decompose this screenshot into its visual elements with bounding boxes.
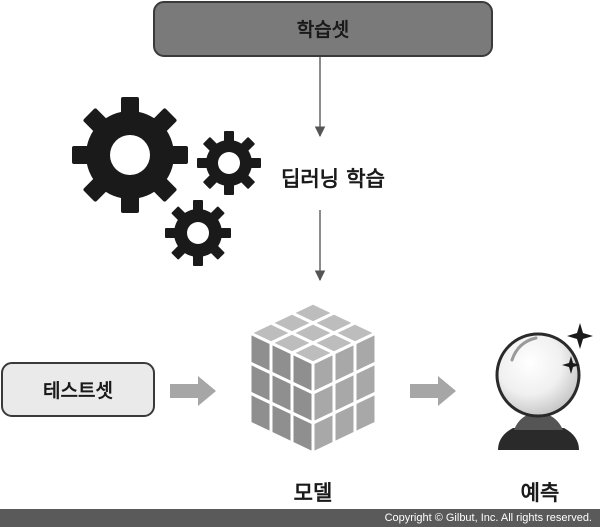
gears-icon [72, 97, 261, 266]
arrow-model-to-prediction [410, 376, 456, 406]
deep-learning-label: 딥러닝 학습 [281, 167, 385, 191]
training-set-node: 학습셋 [153, 1, 493, 57]
test-set-node: 테스트셋 [1, 362, 155, 417]
training-set-label: 학습셋 [297, 19, 349, 41]
test-set-label: 테스트셋 [43, 380, 113, 402]
arrow-test-to-model [170, 376, 216, 406]
copyright-footer: Copyright © Gilbut, Inc. All rights rese… [0, 509, 600, 527]
crystal-ball-icon [495, 323, 593, 450]
prediction-label: 예측 [521, 481, 560, 505]
model-label: 모델 [294, 481, 333, 505]
rubiks-cube-icon [248, 301, 378, 455]
